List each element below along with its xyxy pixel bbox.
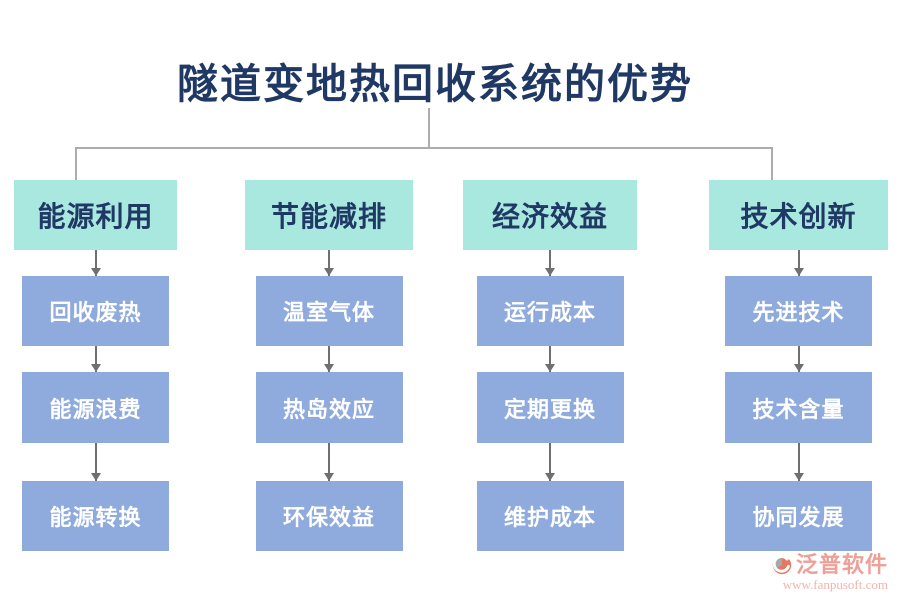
brand-watermark: 泛普软件 www.fanpusoft.com xyxy=(771,551,888,592)
branch-column-tech-innovation: 技术创新 先进技术 技术含量 协同发展 xyxy=(709,180,888,551)
arrow-down-icon xyxy=(328,346,330,372)
node-box: 环保效益 xyxy=(255,481,403,551)
arrow-down-icon xyxy=(94,346,97,372)
arrow-down-icon xyxy=(328,443,330,481)
node-box: 定期更换 xyxy=(476,372,624,443)
page-title: 隧道变地热回收系统的优势 xyxy=(177,61,693,107)
arrow-down-icon xyxy=(328,250,330,276)
brand-name: 泛普软件 xyxy=(795,551,888,577)
branch-header: 经济效益 xyxy=(463,180,637,250)
branch-column-energy-saving: 节能减排 温室气体 热岛效应 环保效益 xyxy=(245,180,413,551)
node-box: 回收废热 xyxy=(22,276,169,346)
node-box: 温室气体 xyxy=(255,276,403,346)
node-box: 运行成本 xyxy=(476,276,624,346)
node-box: 技术含量 xyxy=(725,372,872,443)
node-box: 能源浪费 xyxy=(22,372,169,443)
arrow-down-icon xyxy=(549,250,551,276)
node-box: 热岛效应 xyxy=(255,372,403,443)
brand-url: www.fanpusoft.com xyxy=(782,576,888,592)
node-box: 先进技术 xyxy=(725,276,872,346)
arrow-down-icon xyxy=(797,443,800,481)
branch-header: 技术创新 xyxy=(709,180,888,250)
node-box: 能源转换 xyxy=(22,481,169,551)
arrow-down-icon xyxy=(797,346,800,372)
arrow-down-icon xyxy=(549,443,551,481)
branch-header: 能源利用 xyxy=(14,180,177,250)
arrow-down-icon xyxy=(549,346,551,372)
arrow-down-icon xyxy=(797,250,800,276)
arrow-down-icon xyxy=(94,443,97,481)
node-box: 协同发展 xyxy=(725,481,872,551)
fanpu-swirl-logo-icon xyxy=(771,554,793,576)
branch-header: 节能减排 xyxy=(245,180,413,250)
branch-column-economic-benefit: 经济效益 运行成本 定期更换 维护成本 xyxy=(463,180,637,551)
arrow-down-icon xyxy=(94,250,97,276)
branch-column-energy-use: 能源利用 回收废热 能源浪费 能源转换 xyxy=(14,180,177,551)
node-box: 维护成本 xyxy=(476,481,624,551)
